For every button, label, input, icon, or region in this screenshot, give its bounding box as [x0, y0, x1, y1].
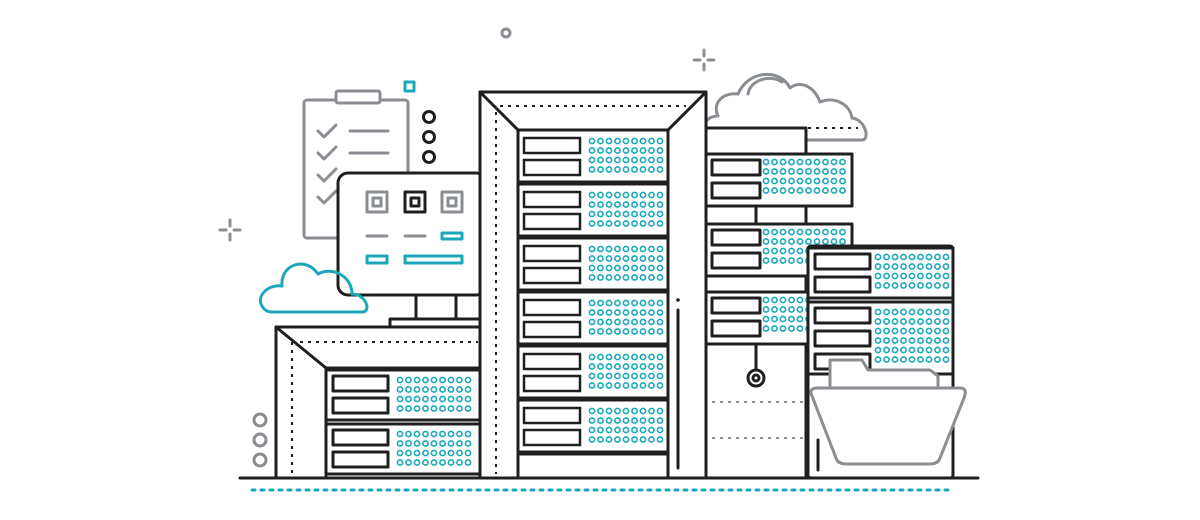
indicator-dots — [422, 110, 436, 164]
server-rack-icon — [478, 90, 708, 480]
indicator-dots — [252, 412, 268, 468]
sparkle-icon — [218, 27, 716, 242]
cloud-icon — [259, 262, 369, 314]
monitor-dashboard-icon — [336, 171, 488, 329]
folder-icon — [809, 358, 967, 466]
server-rack-icon — [274, 325, 482, 480]
cloud-icon — [701, 72, 868, 142]
